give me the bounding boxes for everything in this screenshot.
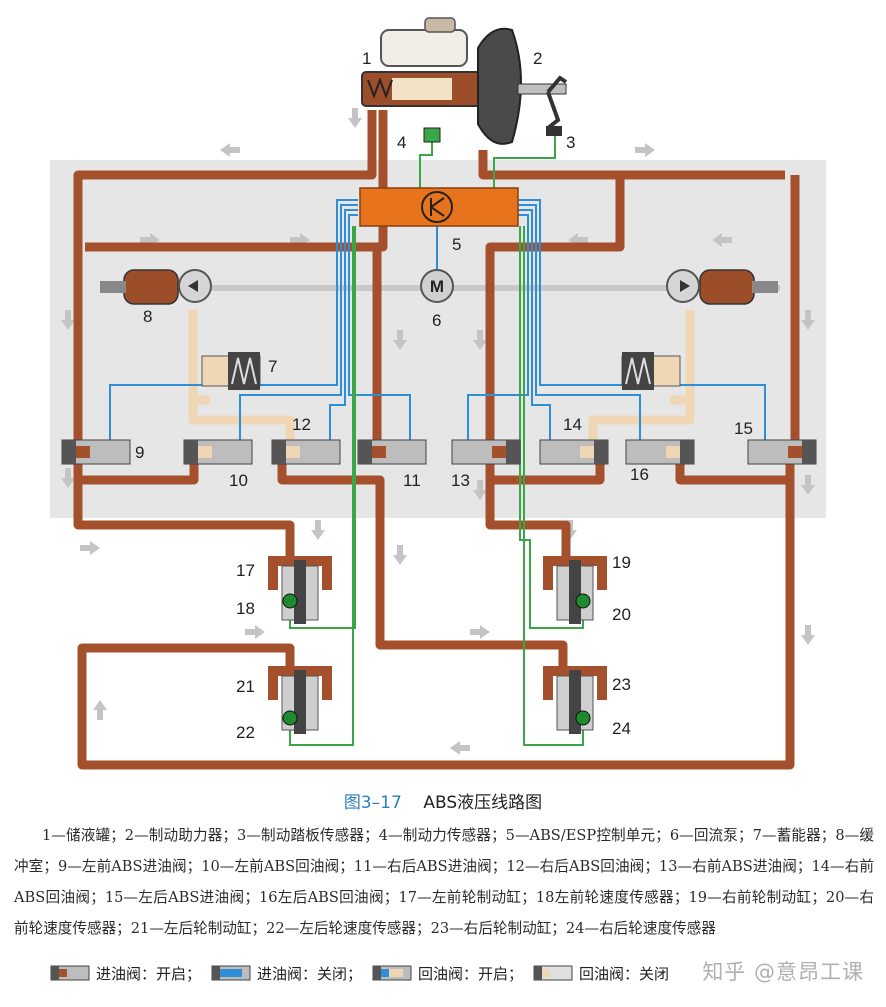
label-18: 18 [236,599,255,618]
label-16: 16 [630,465,649,484]
key-return-closed: 回油阀：关闭 [533,963,669,984]
brake-lines [73,110,800,770]
wheel-units [268,556,607,734]
label-2: 2 [533,49,542,68]
key-return-open-label: 回油阀：开启； [418,964,524,983]
key-inlet-closed: 进油阀：关闭； [211,963,362,984]
valve-state-key: 进油阀：开启； 进油阀：关闭； 回油阀：开启； 回油阀：关闭 [50,958,880,988]
figure-title: ABS液压线路图 [423,793,543,813]
inlet-valve-closed-icon [211,965,251,981]
key-inlet-open: 进油阀：开启； [50,963,201,984]
label-6: 6 [432,311,441,330]
label-11: 11 [403,471,421,490]
flow-arrows [61,108,815,755]
component-legend: 1—储液罐；2—制动助力器；3—制动踏板传感器；4—制动力传感器；5—ABS/E… [14,827,874,937]
label-13: 13 [451,471,470,490]
label-17: 17 [236,561,255,580]
label-24: 24 [612,719,631,738]
label-15: 15 [734,419,753,438]
speed-sensor-left-front [282,593,298,609]
label-1: 1 [362,49,371,68]
wheel-cylinder-left-front [268,556,332,624]
brake-booster [477,27,568,145]
wheel-cylinder-left-rear [268,666,332,734]
label-14: 14 [563,415,582,434]
abs-hydraulic-diagram: M [50,17,826,770]
inlet-valve-open-icon [50,965,90,981]
label-12: 12 [292,415,311,434]
damping-chamber-left [100,269,212,305]
signal-wires-green [289,135,584,746]
return-valve-right-rear [271,439,341,465]
motor-label: M [430,277,444,296]
return-lines [188,310,695,440]
label-19: 19 [612,553,631,572]
label-8: 8 [143,307,152,326]
brake-pedal-sensor [546,126,562,136]
key-inlet-open-label: 进油阀：开启； [96,964,202,983]
key-return-closed-label: 回油阀：关闭 [579,964,670,983]
label-22: 22 [236,723,255,742]
inlet-valve-right-front [451,439,521,465]
label-4: 4 [397,133,406,152]
return-valve-closed-icon [533,965,573,981]
label-20: 20 [612,605,631,624]
label-10: 10 [229,471,248,490]
valves [61,439,817,465]
figure-caption: 图3–17 ABS液压线路图 [0,788,886,813]
speed-sensor-right-rear [575,710,591,726]
damping-chamber-right [666,269,778,305]
accumulator-right [621,352,681,390]
figure-number: 图3–17 [343,793,402,813]
return-valve-left-rear [625,439,695,465]
master-cylinder [361,71,483,107]
inlet-valve-left-rear [747,439,817,465]
key-return-open: 回油阀：开启； [372,963,523,984]
label-9: 9 [135,443,144,462]
key-inlet-closed-label: 进油阀：关闭； [257,964,363,983]
speed-sensor-right-front [575,593,591,609]
brake-force-sensor [423,127,441,143]
label-23: 23 [612,675,631,694]
accumulator-left [201,352,261,390]
label-3: 3 [566,133,575,152]
label-7: 7 [268,357,277,376]
brake-fluid-reservoir [380,17,468,67]
return-valve-left-front [183,439,253,465]
wheel-cylinder-right-rear [543,666,607,734]
wheel-cylinder-right-front [543,556,607,624]
signal-wires-blue [109,199,766,440]
return-valve-open-icon [372,965,412,981]
speed-sensor-left-rear [282,710,298,726]
inlet-valve-left-front [61,439,131,465]
label-21: 21 [236,677,255,696]
inlet-valve-right-rear [357,439,427,465]
abs-esp-control-unit [359,187,519,227]
return-valve-right-front [539,439,609,465]
watermark: 知乎 @意昂工课 [702,960,864,984]
component-numbers: 1 2 3 4 5 6 7 8 9 10 11 12 13 14 15 16 1… [135,49,753,742]
label-5: 5 [452,235,461,254]
return-pump-motor: M [420,269,454,303]
